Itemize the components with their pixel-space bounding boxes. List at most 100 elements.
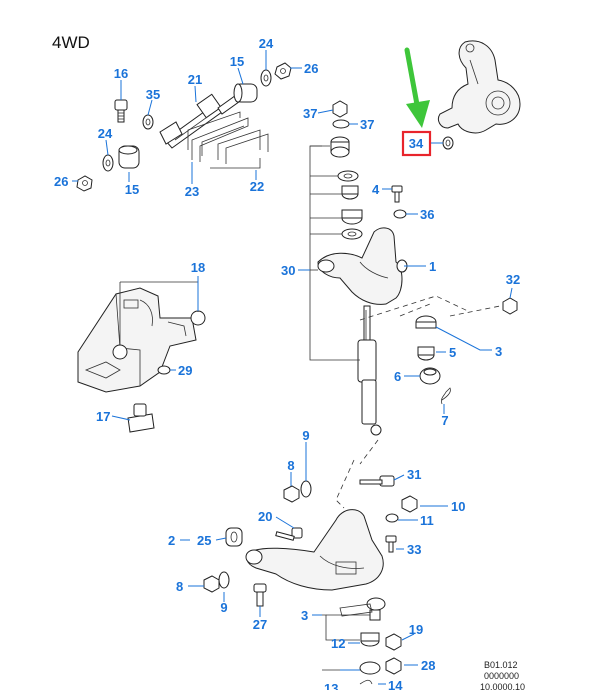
washer-11-part [385, 513, 399, 523]
nut-8-lower-part [203, 575, 220, 593]
lower-arm-2-part [246, 509, 384, 591]
callout-37-top: 37 [303, 106, 317, 121]
callout-12: 12 [331, 636, 345, 651]
callout-22: 22 [250, 179, 264, 194]
washer-36-part [393, 209, 407, 219]
nut-28-part [385, 657, 402, 675]
callout-9-top: 9 [302, 428, 309, 443]
nut-37-top-part [332, 100, 348, 118]
callout-1: 1 [429, 259, 436, 274]
washer-9-top-part [300, 480, 312, 498]
upper-arm-1-part [317, 227, 403, 305]
leader-lines [72, 50, 513, 685]
nut-19-part [385, 633, 402, 651]
boot-13-part [359, 661, 381, 675]
callout-28: 28 [421, 658, 435, 673]
bushing-15-lower-part [118, 145, 140, 169]
svg-text:0000000: 0000000 [484, 671, 519, 681]
callout-24-lower: 24 [98, 126, 113, 141]
callout-19: 19 [409, 622, 423, 637]
nut-26-lower-part [76, 175, 93, 192]
callout-7: 7 [441, 413, 448, 428]
seal-34-part [442, 136, 454, 150]
reference-code: B01.012 0000000 10.0000.10 [480, 660, 525, 690]
callout-3-upper: 3 [495, 344, 502, 359]
callout-24-top: 24 [259, 36, 274, 51]
callout-32: 32 [506, 272, 520, 287]
bolt-16-part [114, 99, 128, 123]
torsion-bar-assembly [76, 62, 292, 192]
bushing-15-top-part [233, 83, 258, 103]
plate-22-part [210, 129, 269, 169]
bump-stopper-17-part [127, 403, 155, 433]
nut-8-top-part [283, 485, 300, 503]
svg-text:10.0000.10: 10.0000.10 [480, 682, 525, 690]
callout-26-lower: 26 [54, 174, 68, 189]
callout-17: 17 [96, 409, 110, 424]
callout-9-lower: 9 [220, 600, 227, 615]
lower-ball-joint-part [339, 597, 402, 685]
callout-34-highlighted: 34 [409, 136, 424, 151]
callout-5: 5 [449, 345, 456, 360]
callout-13: 13 [324, 681, 338, 690]
washer-24-lower-part [102, 154, 114, 172]
callout-35: 35 [146, 87, 160, 102]
callout-18: 18 [191, 260, 205, 275]
callout-10: 10 [451, 499, 465, 514]
highlight-box [401, 130, 432, 157]
callout-15-lower: 15 [125, 182, 139, 197]
washer-29-part [157, 365, 171, 375]
callout-26-top: 26 [304, 61, 318, 76]
lower-arm-assembly [203, 439, 418, 685]
callout-36: 36 [420, 207, 434, 222]
callout-6: 6 [394, 369, 401, 384]
washer-37-part [332, 119, 350, 129]
nut-32-part [502, 297, 518, 315]
boot-6-part [419, 367, 441, 385]
nut-26-top-part [274, 62, 292, 80]
callout-labels: 16 35 21 15 24 26 24 26 15 23 22 37 37 4… [54, 36, 520, 690]
shock-absorber-part [357, 305, 382, 436]
callout-4-upper: 4 [372, 182, 380, 197]
frame-bracket-assembly [77, 281, 206, 433]
clip-14-part [359, 679, 373, 685]
callout-8-lower: 8 [176, 579, 183, 594]
callout-33: 33 [407, 542, 421, 557]
drivetrain-title: 4WD [52, 33, 90, 52]
callout-3-lower: 3 [301, 608, 308, 623]
callout-37-second: 37 [360, 117, 374, 132]
upper-arm-strut-assembly [309, 100, 408, 436]
svg-text:B01.012: B01.012 [484, 660, 518, 670]
callout-15-top: 15 [230, 54, 244, 69]
washer-35-part [142, 114, 154, 130]
callout-11: 11 [420, 513, 434, 528]
callout-2: 2 [168, 533, 175, 548]
callout-20: 20 [258, 509, 272, 524]
bushing-25-part [225, 527, 243, 547]
callout-25: 25 [197, 533, 211, 548]
bolt-27-part [253, 583, 267, 607]
ball-joint-5-part [415, 315, 437, 361]
highlight-arrow [404, 47, 430, 128]
callout-29: 29 [178, 363, 192, 378]
callout-31: 31 [407, 467, 421, 482]
bolt-4-part [391, 185, 403, 203]
washer-9-lower-part [218, 571, 230, 589]
bolt-33-part [385, 535, 397, 553]
callout-8-top: 8 [287, 458, 294, 473]
bracket-23-part [187, 111, 249, 162]
bolt-20-part [275, 527, 303, 541]
washer-24-top-part [260, 69, 272, 87]
callout-14: 14 [388, 678, 403, 690]
callout-16: 16 [114, 66, 128, 81]
callout-21: 21 [188, 72, 202, 87]
callout-30: 30 [281, 263, 295, 278]
bolt-31-part [359, 475, 395, 487]
callout-27: 27 [253, 617, 267, 632]
steering-knuckle [437, 40, 521, 150]
callout-23: 23 [185, 184, 199, 199]
ball-joint-assembly [359, 295, 518, 405]
clip-7-part [441, 387, 451, 405]
nut-10-part [401, 495, 418, 513]
